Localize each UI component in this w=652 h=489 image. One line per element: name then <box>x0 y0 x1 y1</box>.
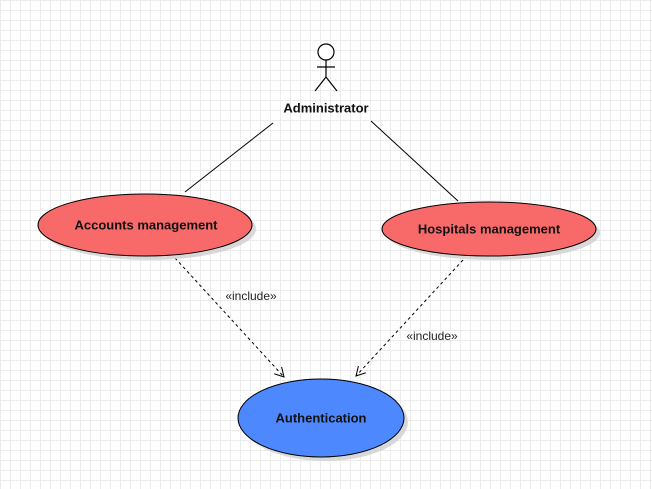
use-case-accounts-management[interactable] <box>37 193 253 257</box>
use-case-label-accounts: Accounts management <box>74 217 218 233</box>
actor-left-leg <box>314 76 327 92</box>
association-actor-accounts <box>184 122 274 193</box>
actor-figure[interactable] <box>314 43 338 92</box>
use-case-label-hospitals: Hospitals management <box>417 221 561 237</box>
include-label-left: «include» <box>225 289 277 303</box>
use-case-authentication[interactable] <box>237 378 405 458</box>
actor-name: Administrator <box>283 100 369 116</box>
actor-head <box>317 43 335 61</box>
include-accounts-auth <box>174 257 285 378</box>
actor-right-leg <box>325 76 338 92</box>
use-case-hospitals-management[interactable] <box>381 201 597 257</box>
include-label-right: «include» <box>406 329 458 343</box>
include-hospitals-auth <box>355 259 464 377</box>
association-actor-hospitals <box>370 120 459 202</box>
use-case-label-authentication: Authentication <box>275 410 367 426</box>
